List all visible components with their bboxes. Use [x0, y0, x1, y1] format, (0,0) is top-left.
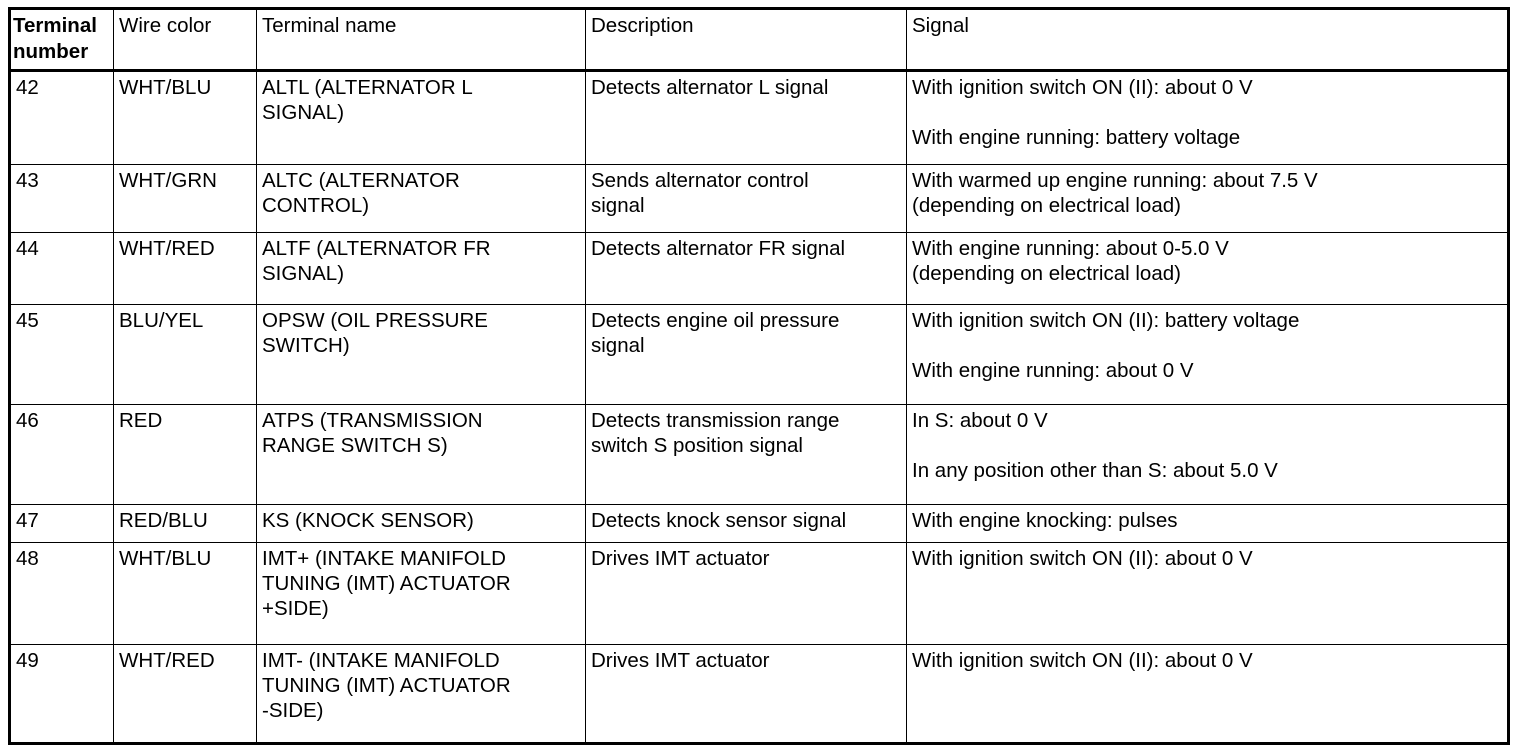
table-row: 42 WHT/BLU ALTL (ALTERNATOR L SIGNAL) De…	[8, 70, 1510, 165]
table-row: 43 WHT/GRN ALTC (ALTERNATOR CONTROL) Sen…	[8, 164, 1510, 233]
cell-terminal-number: 44	[8, 232, 114, 305]
cell-terminal-name: ATPS (TRANSMISSION RANGE SWITCH S)	[256, 404, 586, 505]
cell-terminal-number: 43	[8, 164, 114, 233]
cell-signal: With ignition switch ON (II): about 0 V	[906, 644, 1510, 745]
cell-terminal-number: 49	[8, 644, 114, 745]
cell-wire-color: RED	[113, 404, 257, 505]
column-header-description: Description	[585, 7, 907, 72]
cell-signal: In S: about 0 V In any position other th…	[906, 404, 1510, 505]
cell-description: Drives IMT actuator	[585, 542, 907, 645]
cell-wire-color: WHT/RED	[113, 232, 257, 305]
column-header-signal: Signal	[906, 7, 1510, 72]
table-row: 48 WHT/BLU IMT+ (INTAKE MANIFOLD TUNING …	[8, 542, 1510, 645]
column-header-terminal-name: Terminal name	[256, 7, 586, 72]
column-header-wire-color: Wire color	[113, 7, 257, 72]
column-header-terminal-number: Terminal number	[8, 7, 114, 72]
table-header: Terminal number Wire color Terminal name…	[8, 7, 1510, 72]
cell-description: Detects knock sensor signal	[585, 504, 907, 543]
table-row: 45 BLU/YEL OPSW (OIL PRESSURE SWITCH) De…	[8, 304, 1510, 405]
document-page: Terminal number Wire color Terminal name…	[8, 7, 1510, 745]
cell-signal: With ignition switch ON (II): battery vo…	[906, 304, 1510, 405]
cell-signal: With engine running: about 0-5.0 V (depe…	[906, 232, 1510, 305]
cell-terminal-name: IMT- (INTAKE MANIFOLD TUNING (IMT) ACTUA…	[256, 644, 586, 745]
cell-signal: With ignition switch ON (II): about 0 V …	[906, 70, 1510, 165]
cell-terminal-number: 47	[8, 504, 114, 543]
cell-wire-color: WHT/BLU	[113, 70, 257, 165]
cell-description: Drives IMT actuator	[585, 644, 907, 745]
cell-terminal-name: OPSW (OIL PRESSURE SWITCH)	[256, 304, 586, 405]
cell-signal: With warmed up engine running: about 7.5…	[906, 164, 1510, 233]
cell-terminal-name: ALTL (ALTERNATOR L SIGNAL)	[256, 70, 586, 165]
cell-wire-color: WHT/RED	[113, 644, 257, 745]
cell-description: Sends alternator control signal	[585, 164, 907, 233]
cell-terminal-name: ALTF (ALTERNATOR FR SIGNAL)	[256, 232, 586, 305]
table-body: 42 WHT/BLU ALTL (ALTERNATOR L SIGNAL) De…	[8, 70, 1510, 745]
cell-terminal-number: 48	[8, 542, 114, 645]
cell-terminal-number: 45	[8, 304, 114, 405]
cell-description: Detects transmission range switch S posi…	[585, 404, 907, 505]
cell-description: Detects engine oil pressure signal	[585, 304, 907, 405]
cell-description: Detects alternator FR signal	[585, 232, 907, 305]
table-row: 44 WHT/RED ALTF (ALTERNATOR FR SIGNAL) D…	[8, 232, 1510, 305]
ecm-terminal-table: Terminal number Wire color Terminal name…	[8, 7, 1510, 745]
cell-terminal-number: 42	[8, 70, 114, 165]
table-row: 47 RED/BLU KS (KNOCK SENSOR) Detects kno…	[8, 504, 1510, 543]
cell-terminal-name: ALTC (ALTERNATOR CONTROL)	[256, 164, 586, 233]
cell-wire-color: BLU/YEL	[113, 304, 257, 405]
cell-signal: With ignition switch ON (II): about 0 V	[906, 542, 1510, 645]
cell-wire-color: RED/BLU	[113, 504, 257, 543]
cell-description: Detects alternator L signal	[585, 70, 907, 165]
table-row: 49 WHT/RED IMT- (INTAKE MANIFOLD TUNING …	[8, 644, 1510, 745]
table-row: 46 RED ATPS (TRANSMISSION RANGE SWITCH S…	[8, 404, 1510, 505]
cell-terminal-name: KS (KNOCK SENSOR)	[256, 504, 586, 543]
cell-wire-color: WHT/GRN	[113, 164, 257, 233]
table-header-row: Terminal number Wire color Terminal name…	[8, 7, 1510, 72]
cell-terminal-name: IMT+ (INTAKE MANIFOLD TUNING (IMT) ACTUA…	[256, 542, 586, 645]
cell-signal: With engine knocking: pulses	[906, 504, 1510, 543]
cell-terminal-number: 46	[8, 404, 114, 505]
cell-wire-color: WHT/BLU	[113, 542, 257, 645]
